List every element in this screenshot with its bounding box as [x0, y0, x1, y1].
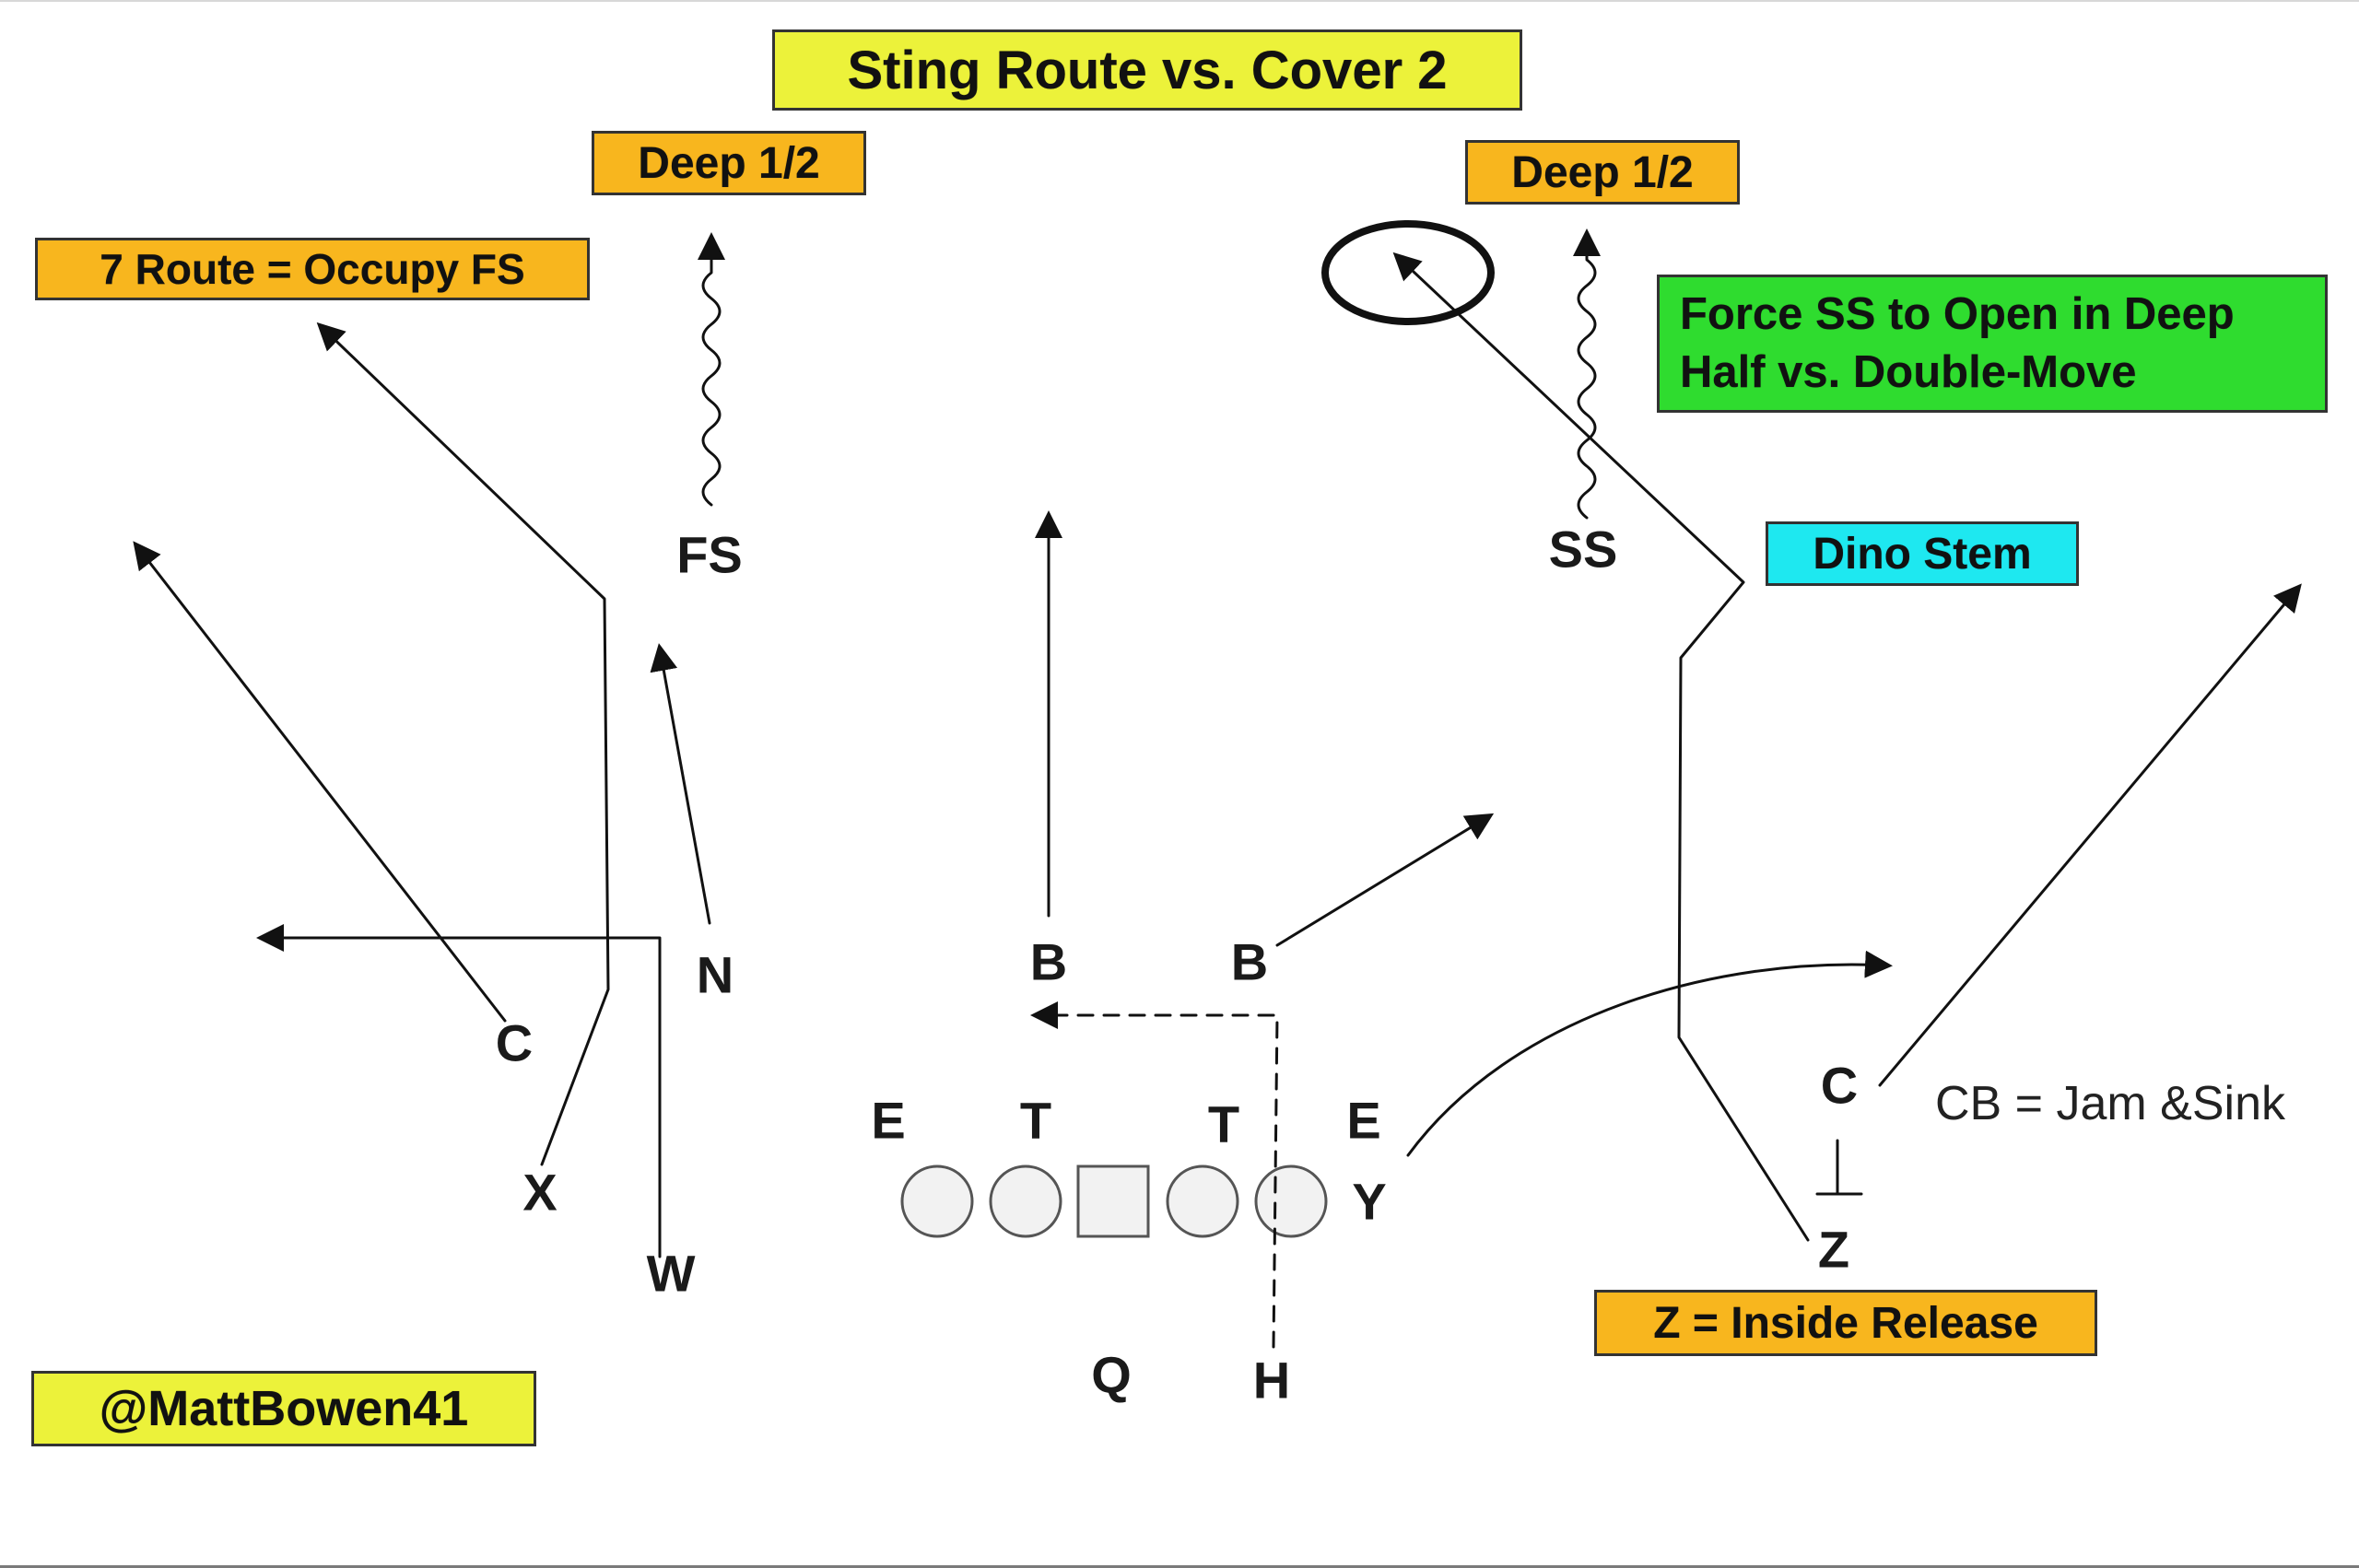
label-c-right: C — [1820, 1056, 1859, 1115]
callout-force-ss-line1: Force SS to Open in Deep — [1680, 289, 2235, 340]
callout-force-ss: Force SS to Open in Deep Half vs. Double… — [1657, 275, 2328, 413]
route-h-dashed — [1030, 1001, 1279, 1349]
callout-z-release: Z = Inside Release — [1594, 1290, 2097, 1356]
label-h: H — [1252, 1351, 1291, 1410]
label-x: X — [522, 1163, 557, 1222]
label-b-right: B — [1230, 932, 1269, 991]
label-t-left: T — [1019, 1091, 1052, 1150]
author-handle: @MattBowen41 — [31, 1371, 536, 1446]
label-z: Z — [1817, 1220, 1850, 1279]
route-z-sting — [1392, 252, 1810, 1242]
route-c-left — [133, 541, 507, 1023]
diagram-title: Sting Route vs. Cover 2 — [772, 29, 1522, 111]
label-b-left: B — [1029, 932, 1068, 991]
callout-dino-stem: Dino Stem — [1766, 521, 2079, 586]
center-square — [1076, 1164, 1150, 1238]
route-x-seven — [316, 322, 610, 1166]
jam-mark — [1815, 1139, 1863, 1196]
label-fs: FS — [676, 525, 743, 584]
route-c-right — [1878, 583, 2302, 1087]
callout-seven-route: 7 Route = Occupy FS — [35, 238, 590, 300]
lineman-right-tackle — [1254, 1164, 1328, 1238]
route-fs-deep-half — [698, 232, 725, 507]
offensive-line — [900, 1164, 1328, 1238]
label-y: Y — [1352, 1172, 1387, 1231]
route-b-right — [1275, 813, 1495, 947]
label-ss: SS — [1548, 520, 1618, 579]
label-w: W — [646, 1244, 696, 1303]
label-c-left: C — [495, 1013, 534, 1072]
route-w — [256, 924, 662, 1258]
route-n — [650, 643, 711, 925]
label-n: N — [696, 945, 734, 1004]
route-y — [1406, 950, 1893, 1157]
lineman-right-guard — [1166, 1164, 1239, 1238]
route-ss-deep-half — [1573, 228, 1601, 520]
target-circle — [1321, 220, 1495, 325]
label-e-left: E — [871, 1091, 906, 1150]
label-e-right: E — [1346, 1091, 1381, 1150]
callout-deep-half-left: Deep 1/2 — [592, 131, 866, 195]
label-q: Q — [1091, 1345, 1132, 1404]
lineman-left-tackle — [900, 1164, 974, 1238]
callout-force-ss-line2: Half vs. Double-Move — [1680, 347, 2137, 397]
label-t-right: T — [1207, 1094, 1240, 1153]
cb-note: CB = Jam &Sink — [1935, 1077, 2286, 1130]
lineman-left-guard — [989, 1164, 1062, 1238]
callout-deep-half-right: Deep 1/2 — [1465, 140, 1740, 205]
